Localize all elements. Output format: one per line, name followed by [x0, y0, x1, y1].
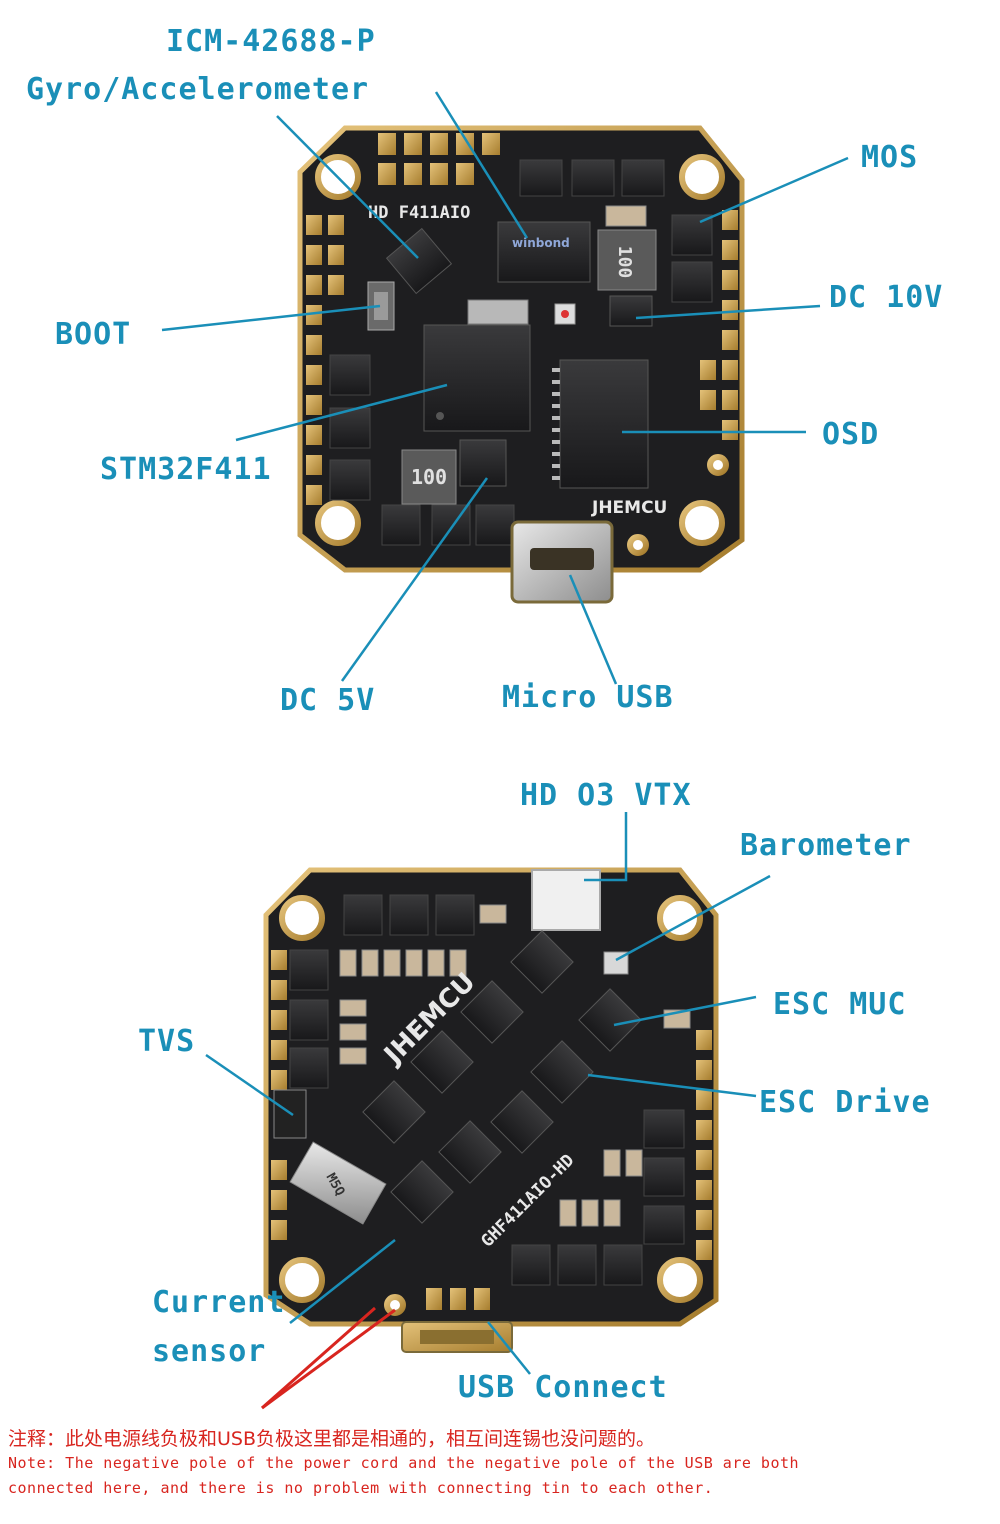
flash-chip-brand: winbond — [512, 236, 570, 250]
inductor-5v-label: 100 — [411, 465, 447, 489]
osd-label: OSD — [822, 417, 880, 452]
top-board: winbond 100 100 HD F411AIO — [297, 125, 745, 604]
icm-label: ICM-42688-P — [166, 24, 376, 59]
inductor-10v-label: 100 — [614, 246, 635, 279]
vtx-label: HD O3 VTX — [520, 778, 692, 813]
dc5v-label: DC 5V — [280, 683, 376, 718]
note-english-line2: connected here, and there is no problem … — [8, 1479, 714, 1497]
dc10v-label: DC 10V — [829, 280, 944, 315]
usb-connect-label: USB Connect — [458, 1370, 668, 1405]
boot-label: BOOT — [55, 317, 132, 352]
top-board-brand: JHEMCU — [591, 498, 667, 518]
ground-pointer-lines — [261, 1306, 396, 1410]
esc-drive-label: ESC Drive — [759, 1085, 931, 1120]
stm32-label: STM32F411 — [100, 452, 272, 487]
esc-mcu-label: ESC MUC — [773, 987, 907, 1022]
current-sensor-label-2: sensor — [152, 1334, 267, 1369]
micro-usb-label: Micro USB — [502, 680, 674, 715]
note-chinese: 注释：此处电源线负极和USB负极这里都是相通的，相互间连锡也没问题的。 — [8, 1428, 656, 1450]
current-sensor-label-1: Current — [152, 1285, 286, 1320]
mos-label: MOS — [861, 140, 919, 175]
barometer-label: Barometer — [740, 828, 912, 863]
bottom-leader-lines — [205, 812, 771, 1375]
gyro-label: Gyro/Accelerometer — [26, 72, 370, 107]
tvs-label: TVS — [138, 1024, 196, 1059]
note-english-line1: Note: The negative pole of the power cor… — [8, 1454, 800, 1472]
top-leader-lines — [161, 91, 849, 685]
bottom-board: M5Q JHEMCU GHF411AIO-HD — [263, 867, 719, 1353]
top-board-name: HD F411AIO — [368, 203, 470, 223]
